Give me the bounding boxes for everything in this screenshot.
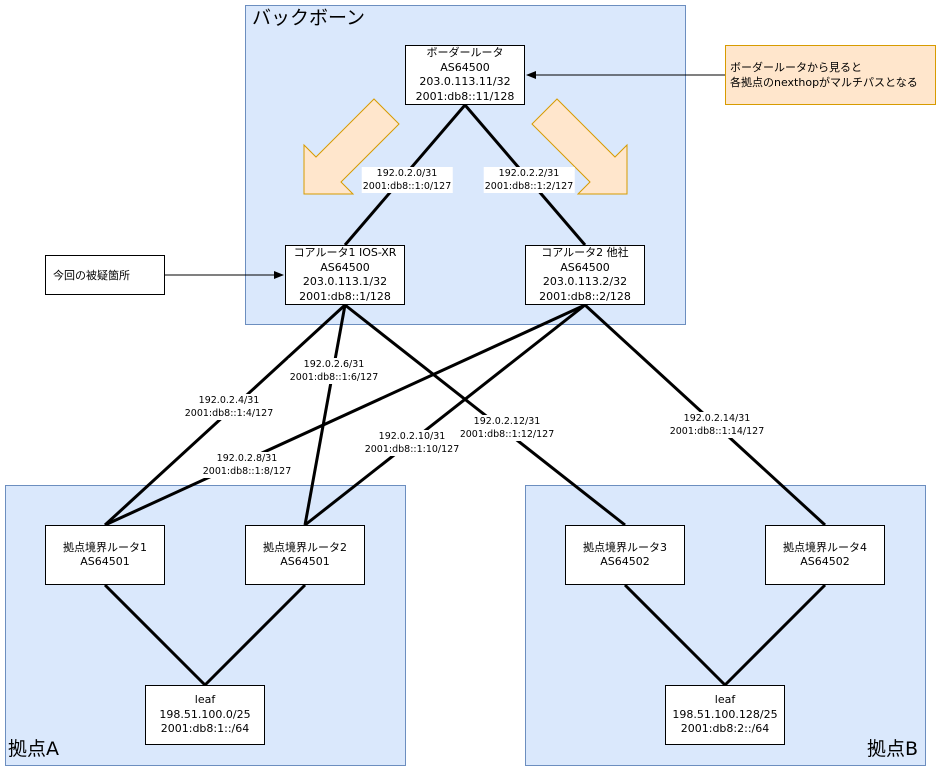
issue-location-note: 今回の被疑箇所 [45,255,165,295]
link-cr2-er1 [104,303,586,527]
link-er4-leaf-b [723,583,827,687]
edge-router-3-node: 拠点境界ルータ3 AS64502 [565,525,685,585]
link-cr1-er2 [303,304,347,526]
border-router-node: ボーダールータ AS64500 203.0.113.11/32 2001:db8… [405,45,525,105]
core-router-2-node: コアルータ2 他社 AS64500 203.0.113.2/32 2001:db… [525,245,645,305]
site-b-label: 拠点B [867,738,919,760]
backbone-label: バックボーン [252,7,366,29]
leaf-a-node: leaf 198.51.100.0/25 2001:db8:1::/64 [145,685,265,745]
link-er3-leaf-b [623,583,727,687]
flow-arrow-right [531,98,628,195]
site-a-label: 拠点A [8,738,59,760]
core-router-1-node: コアルータ1 IOS-XR AS64500 203.0.113.1/32 200… [285,245,405,305]
multipath-note: ボーダールータから見ると 各拠点のnexthopがマルチパスとなる [725,45,936,105]
leaf-b-node: leaf 198.51.100.128/25 2001:db8:2::/64 [665,685,785,745]
edge-router-2-node: 拠点境界ルータ2 AS64501 [245,525,365,585]
link-cr2-er2 [304,303,586,527]
link-er1-leaf-a [103,583,207,687]
flow-arrow-left [303,98,400,195]
link-er2-leaf-a [203,583,307,687]
edge-router-4-node: 拠点境界ルータ4 AS64502 [765,525,885,585]
edge-router-1-node: 拠点境界ルータ1 AS64501 [45,525,165,585]
